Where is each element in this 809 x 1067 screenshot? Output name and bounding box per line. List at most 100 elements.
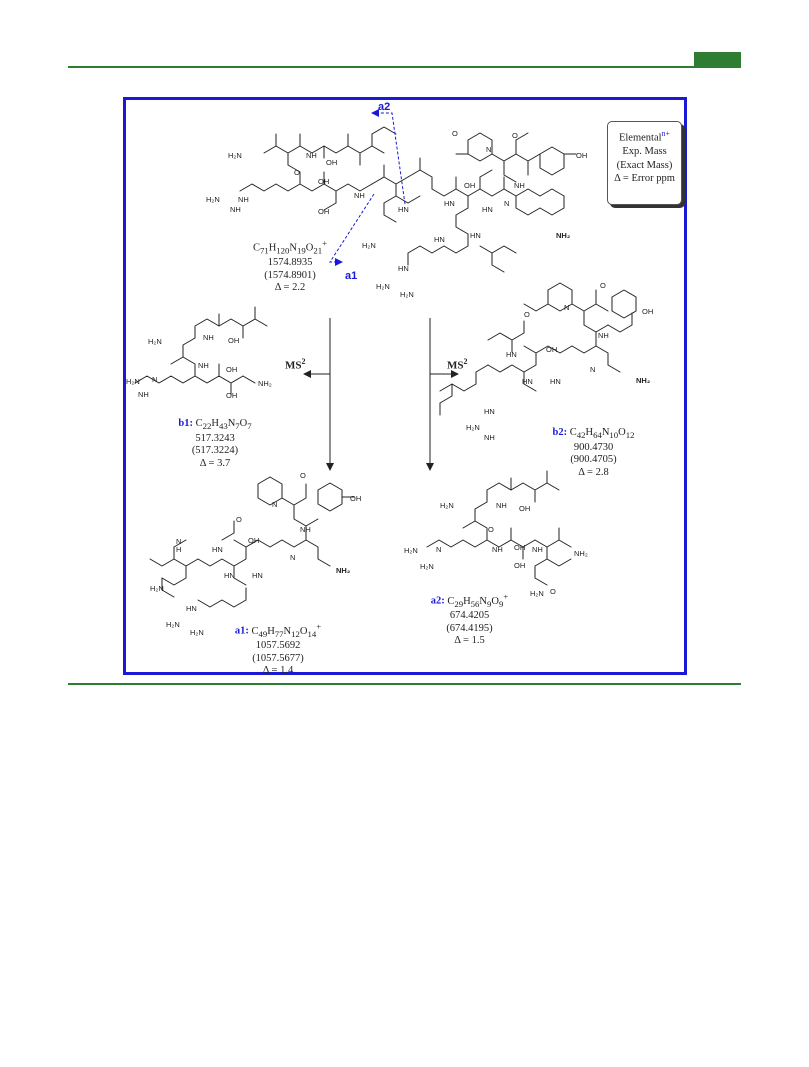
atom-label: H₂N — [228, 151, 242, 160]
parent-exact-mass: (1574.8901) — [264, 269, 316, 281]
atom-label: H₂N — [440, 501, 454, 510]
fragment-b1-error: Δ = 3.7 — [199, 457, 231, 469]
legend-box: Elementaln+ Exp. Mass (Exact Mass) Δ = E… — [607, 121, 682, 205]
atom-label: NH — [300, 525, 311, 534]
fragment-a1-exp-mass: 1057.5692 — [255, 640, 301, 652]
atom-label: NH₂ — [574, 549, 588, 558]
atom-label: HN — [186, 604, 197, 613]
header-rule — [68, 66, 741, 68]
atom-label: H₂N — [376, 282, 390, 291]
fragment-b1-label: b1: C22H43N7O7 517.3243 (517.3224) Δ = 3… — [160, 418, 270, 470]
atom-label: NH₂ — [258, 379, 272, 388]
atom-label: OH — [576, 151, 587, 160]
atom-label: NH₂ — [336, 566, 350, 575]
atom-label: N — [486, 145, 491, 154]
atom-label: NH — [514, 181, 525, 190]
legend-exp-mass: Exp. Mass — [622, 146, 667, 157]
atom-label: HN — [506, 350, 517, 359]
atom-label: HN — [224, 571, 235, 580]
legend-error: Δ = Error ppm — [614, 173, 675, 184]
fragment-a2-exp-mass: 674.4205 — [449, 610, 490, 622]
cleavage-line-a2 — [371, 109, 406, 205]
atom-label: O — [300, 471, 306, 480]
atom-label: NH — [198, 361, 209, 370]
atom-label: HN — [470, 231, 481, 240]
header-accent-block — [694, 52, 741, 66]
fragment-a1-label: a1: C49H77N12O14+ 1057.5692 (1057.5677) … — [218, 620, 338, 678]
atom-label: NH — [230, 205, 241, 214]
parent-molecule — [239, 126, 577, 273]
atom-label: NH — [484, 433, 495, 442]
atom-label: OH — [350, 494, 361, 503]
footer-rule — [68, 683, 741, 685]
parent-label: C71H120N19O21+ 1574.8935 (1574.8901) Δ =… — [235, 237, 345, 295]
atom-label: O — [294, 168, 300, 177]
atom-label: N — [152, 375, 157, 384]
atom-label: NH₂ — [636, 376, 650, 385]
fragment-b2-exact-mass: (900.4705) — [570, 454, 617, 466]
atom-label: NH — [203, 333, 214, 342]
atom-label: OH — [546, 345, 557, 354]
fragment-b2-error: Δ = 2.8 — [578, 466, 609, 478]
atom-label: NH — [532, 545, 543, 554]
atom-label: NH — [238, 195, 249, 204]
atom-label: H₂N — [362, 241, 376, 250]
fragment-a1-structure — [149, 476, 355, 608]
atom-label: HN — [444, 199, 455, 208]
atom-label: N — [590, 365, 595, 374]
ms2-label-left: MS2 — [285, 357, 306, 372]
atom-label: H₂N — [126, 377, 140, 386]
atom-label: O — [488, 525, 494, 534]
atom-label: NH — [496, 501, 507, 510]
fragment-b2-structure — [439, 282, 637, 416]
atom-label: OH — [642, 307, 653, 316]
atom-label: NH — [492, 545, 503, 554]
atom-label: H₂N — [166, 620, 180, 629]
fragment-a2-error: Δ = 1.5 — [454, 635, 485, 647]
atom-label: N — [504, 199, 509, 208]
atom-label: N — [176, 537, 181, 546]
atom-label: HN — [434, 235, 445, 244]
atom-label: HN — [212, 545, 223, 554]
atom-label: OH — [464, 181, 475, 190]
atom-label: OH — [519, 504, 530, 513]
atom-label: O — [452, 129, 458, 138]
atom-label: OH — [318, 207, 329, 216]
atom-label: NH — [138, 390, 149, 399]
atom-label: NH — [306, 151, 317, 160]
atom-label: NH — [598, 331, 609, 340]
atom-label: O — [550, 587, 556, 596]
atom-label: H₂N — [530, 589, 544, 598]
fragment-b1-structure — [134, 306, 268, 396]
atom-label: N — [272, 500, 277, 509]
atom-label: NH — [354, 191, 365, 200]
atom-label: N — [564, 303, 569, 312]
atom-label: O — [524, 310, 530, 319]
fragment-a2-formula: a2: C29H56N9O9+ — [430, 591, 509, 609]
atom-label: OH — [514, 561, 525, 570]
parent-error: Δ = 2.2 — [274, 282, 306, 294]
atom-label: OH — [514, 543, 525, 552]
parent-exp-mass: 1574.8935 — [267, 257, 313, 269]
atom-label: O — [512, 131, 518, 140]
atom-label: HN — [398, 264, 409, 273]
fragment-b2-label: b2: C42H64N10O12 900.4730 (900.4705) Δ =… — [536, 427, 651, 479]
atom-label: OH — [248, 536, 259, 545]
cleavage-label-a2: a2 — [378, 101, 391, 113]
atom-label: OH — [228, 336, 239, 345]
fragment-b1-exact-mass: (517.3224) — [191, 445, 239, 457]
atom-label: H — [176, 545, 181, 554]
atom-label: H₂N — [206, 195, 220, 204]
atom-label: H₂N — [148, 337, 162, 346]
fragment-a2-structure — [426, 470, 572, 586]
atom-label: H₂N — [466, 423, 480, 432]
atom-label: HN — [398, 205, 409, 214]
legend-elemental: Elementaln+ — [618, 129, 671, 144]
fragment-b1-exp-mass: 517.3243 — [195, 432, 235, 444]
atom-label: N — [290, 553, 295, 562]
atom-label: OH — [226, 391, 237, 400]
atom-label: HN — [252, 571, 263, 580]
atom-label: H₂N — [420, 562, 434, 571]
atom-label: HN — [482, 205, 493, 214]
atom-label: H₂N — [190, 628, 204, 637]
